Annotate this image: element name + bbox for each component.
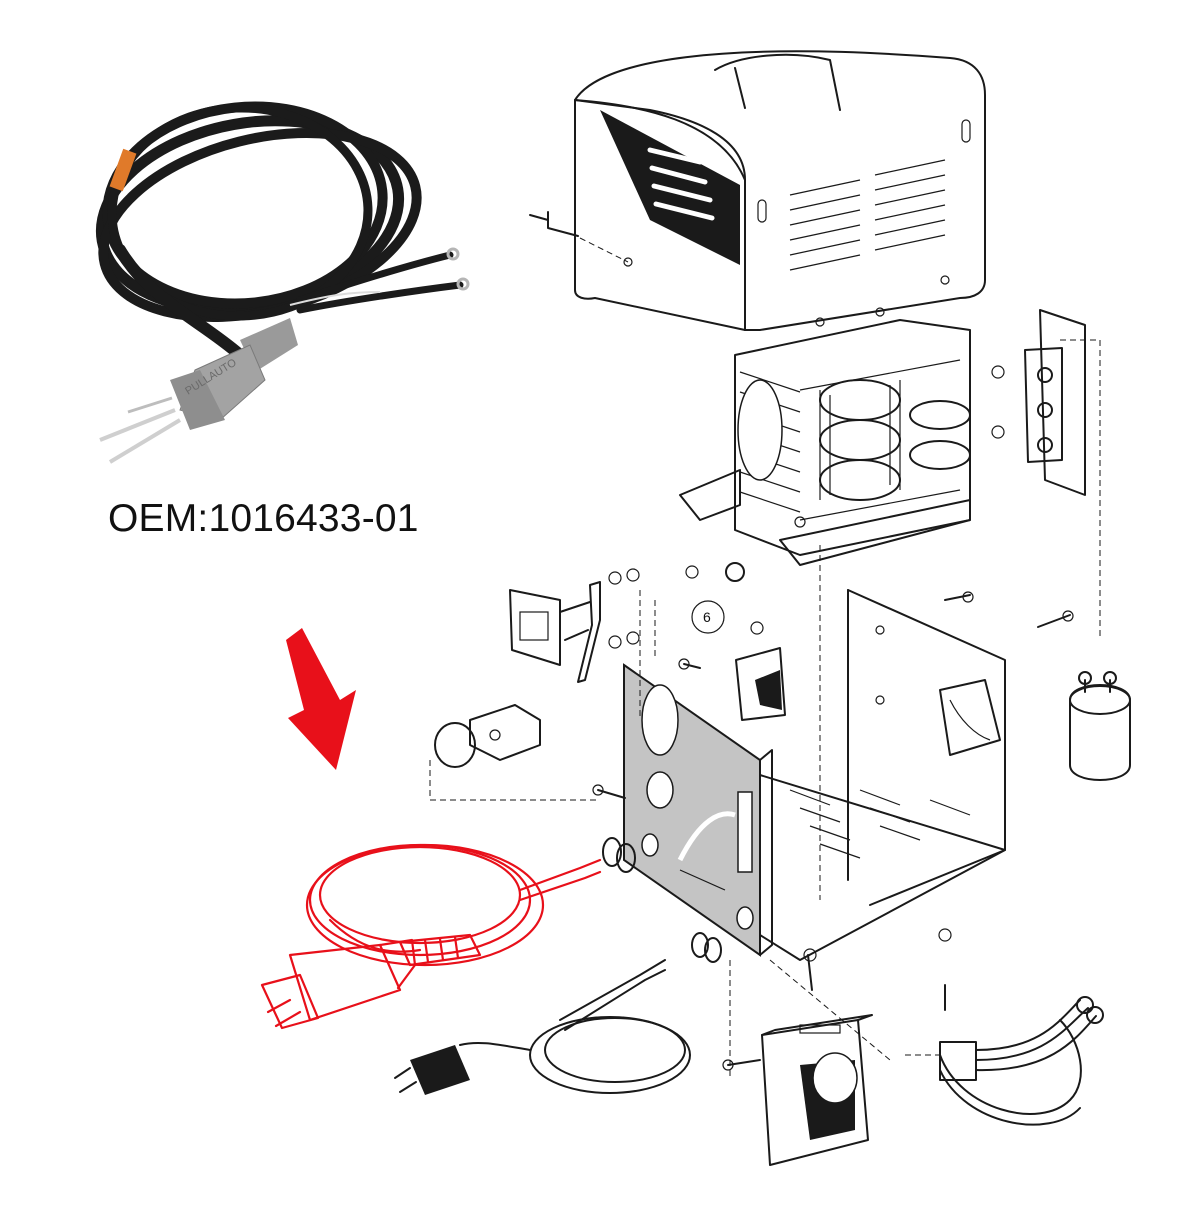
charger-cover: [529, 50, 986, 331]
dc-cord-assembly: [722, 996, 1104, 1166]
switch-and-fuse-parts: 6: [434, 562, 786, 768]
standard-ac-cord: [394, 959, 691, 1095]
plug-photo: PULLAUTO: [99, 318, 298, 464]
callout-number: 6: [703, 609, 711, 625]
oem-part-number: OEM:1016433-01: [108, 497, 419, 540]
charger-chassis: [429, 545, 1074, 1080]
power-cord-photo: PULLAUTO: [95, 101, 470, 464]
transformer: [679, 319, 971, 566]
down-left-arrow-icon: [286, 628, 356, 770]
strain-relief-bushings: [602, 837, 722, 963]
terminal-board: [991, 309, 1101, 640]
highlighted-ac-power-cord: [260, 843, 602, 1030]
callout-circle: [691, 600, 725, 634]
capacitor: [939, 671, 1131, 781]
